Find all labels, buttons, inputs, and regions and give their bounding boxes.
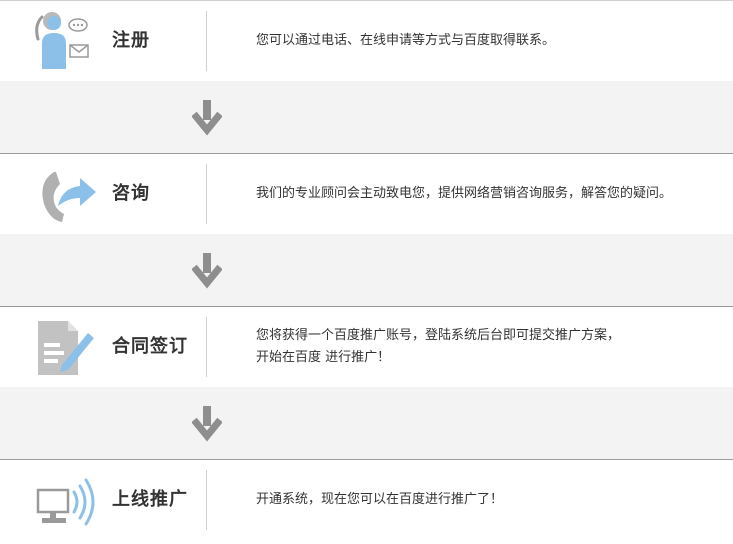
description-line: 您可以通过电话、在线申请等方式与百度取得联系。: [256, 33, 556, 48]
document-pen-icon: [28, 315, 98, 379]
step-contract: 合同签订 您将获得一个百度推广账号，登陆系统后台即可提交推广方案， 开始在百度 …: [0, 306, 733, 387]
arrow-down-icon: [192, 406, 222, 442]
step-connector: [0, 81, 733, 153]
phone-callback-icon: [28, 162, 98, 226]
step-connector: [0, 387, 733, 459]
divider: [206, 317, 207, 377]
step-description: 开通系统，现在您可以在百度进行推广了！: [256, 460, 503, 540]
divider: [206, 11, 207, 71]
step-register: 注册 您可以通过电话、在线申请等方式与百度取得联系。: [0, 0, 733, 81]
step-title: 合同签订: [112, 336, 188, 357]
arrow-down-icon: [192, 253, 222, 289]
step-description: 您可以通过电话、在线申请等方式与百度取得联系。: [256, 1, 555, 81]
step-title: 注册: [112, 30, 150, 51]
arrow-down-icon: [192, 100, 222, 136]
description-line: 开始在百度 进行推广！: [256, 350, 391, 365]
step-description: 您将获得一个百度推广账号，登陆系统后台即可提交推广方案， 开始在百度 进行推广！: [256, 307, 620, 387]
description-line: 您将获得一个百度推广账号，登陆系统后台即可提交推广方案，: [256, 328, 621, 343]
computer-broadcast-icon: [28, 472, 98, 536]
step-launch: 上线推广 开通系统，现在您可以在百度进行推广了！: [0, 459, 733, 544]
step-consult: 咨询 我们的专业顾问会主动致电您，提供网络营销咨询服务，解答您的疑问。: [0, 153, 733, 234]
divider: [206, 470, 207, 530]
step-description: 我们的专业顾问会主动致电您，提供网络营销咨询服务，解答您的疑问。: [256, 154, 672, 234]
person-contact-icon: [28, 9, 98, 73]
step-title: 上线推广: [112, 489, 188, 510]
step-title: 咨询: [112, 183, 150, 204]
divider: [206, 164, 207, 224]
description-line: 开通系统，现在您可以在百度进行推广了！: [256, 492, 504, 507]
description-line: 我们的专业顾问会主动致电您，提供网络营销咨询服务，解答您的疑问。: [256, 186, 673, 201]
step-connector: [0, 234, 733, 306]
